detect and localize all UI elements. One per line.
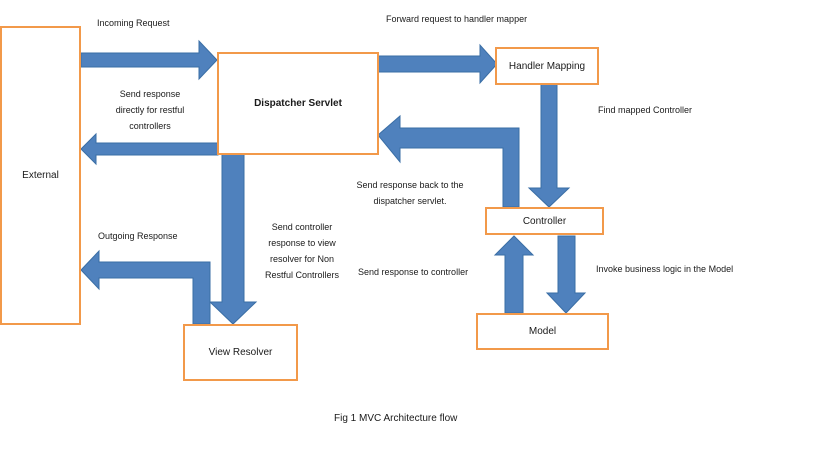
send-back-dispatcher-label: Send response back to the dispatcher ser…	[356, 180, 464, 206]
external-node: External	[0, 26, 81, 325]
arrow-model-to-controller	[493, 235, 535, 314]
arrow-forward-to-handler	[377, 43, 498, 85]
controller-label: Controller	[522, 215, 567, 227]
arrow-dispatcher-to-view-resolver	[208, 153, 258, 325]
arrow-view-resolver-to-external	[80, 249, 211, 325]
figure-caption: Fig 1 MVC Architecture flow	[334, 413, 458, 424]
handler-mapping-label: Handler Mapping	[508, 60, 586, 72]
arrow-controller-to-model	[545, 235, 587, 314]
controller-node: Controller	[485, 207, 604, 235]
send-response-restful-label: Send response directly for restful contr…	[115, 89, 185, 131]
incoming-request-label: Incoming Request	[97, 18, 170, 28]
arrow-handler-to-controller	[527, 83, 571, 208]
outgoing-response-label: Outgoing Response	[98, 231, 178, 241]
arrow-response-to-external	[80, 132, 219, 166]
handler-mapping-node: Handler Mapping	[495, 47, 599, 85]
dispatcher-servlet-label: Dispatcher Servlet	[254, 98, 342, 109]
model-node: Model	[476, 313, 609, 350]
invoke-business-logic-label: Invoke business logic in the Model	[596, 264, 734, 274]
send-to-view-resolver-label: Send controller response to view resolve…	[264, 222, 340, 280]
forward-request-label: Forward request to handler mapper	[386, 14, 528, 24]
arrow-incoming-request	[80, 39, 218, 81]
view-resolver-node: View Resolver	[183, 324, 298, 381]
arrow-controller-to-dispatcher	[377, 114, 520, 208]
send-to-controller-label: Send response to controller	[358, 267, 469, 277]
dispatcher-servlet-node: Dispatcher Servlet	[217, 52, 379, 155]
model-label: Model	[528, 326, 557, 337]
find-mapped-controller-label: Find mapped Controller	[598, 105, 693, 115]
external-label: External	[22, 170, 59, 181]
view-resolver-label: View Resolver	[208, 347, 273, 358]
